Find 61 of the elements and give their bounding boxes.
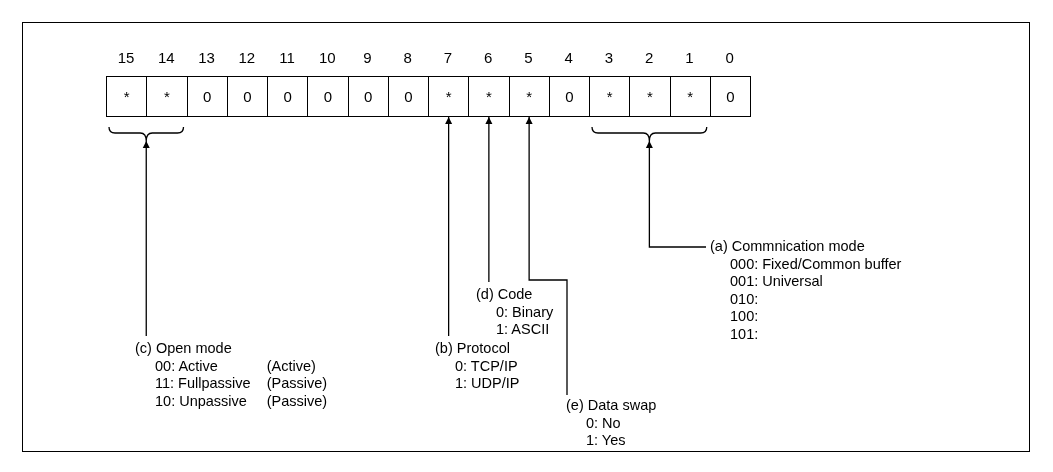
leader-arrow — [485, 116, 493, 283]
bit-cell: 0 — [307, 76, 349, 117]
field-value-text: 0: Binary — [495, 303, 554, 321]
bit-number: 6 — [483, 49, 494, 66]
curly-bracket — [591, 127, 708, 141]
bit-cell: 0 — [709, 76, 751, 117]
bit-number: 3 — [603, 49, 615, 66]
field-heading: (a) Commnication mode — [710, 238, 866, 256]
bit-cell: 0 — [548, 76, 590, 117]
bit-cell: 0 — [186, 76, 228, 117]
bit-number: 4 — [563, 49, 574, 66]
field-value-text: (Active) — [266, 357, 317, 375]
field-heading: (b) Protocol — [435, 340, 511, 358]
bit-cell: 0 — [226, 76, 268, 117]
field-value-text: 1: UDP/IP — [454, 375, 520, 393]
bit-number: 13 — [197, 49, 216, 66]
field-value-text: 0: TCP/IP — [454, 357, 519, 375]
bit-number: 7 — [442, 49, 454, 66]
field-value-text: 1: ASCII — [495, 321, 551, 339]
field-value-text: 101: — [729, 325, 760, 343]
bit-number: 12 — [237, 49, 257, 66]
leader-arrow — [445, 116, 453, 337]
field-value-text: 10: Unpassive — [154, 392, 248, 410]
field-value-text: 000: Fixed/Common buffer — [729, 255, 902, 273]
field-heading: (e) Data swap — [566, 397, 657, 415]
bit-number: 15 — [116, 49, 136, 66]
leader-arrow — [525, 116, 568, 396]
bit-cell: 0 — [387, 76, 429, 117]
field-value-text: 0: No — [585, 414, 622, 432]
field-heading: (c) Open mode — [135, 340, 233, 358]
bit-number: 14 — [156, 49, 176, 66]
bit-number: 0 — [724, 49, 735, 66]
bit-cell: * — [669, 76, 711, 117]
field-value-text: 11: Fullpassive — [154, 375, 251, 393]
field-value-text: (Passive) — [266, 392, 328, 410]
bit-cell: 0 — [267, 76, 309, 117]
bit-cell: * — [146, 76, 188, 117]
bit-number: 11 — [278, 49, 296, 66]
bit-cell: * — [468, 76, 510, 117]
field-value-text: 010: — [729, 290, 760, 308]
curly-bracket — [108, 127, 185, 141]
bit-number: 1 — [684, 49, 695, 66]
bit-number: 9 — [362, 49, 373, 66]
bit-cell: 0 — [347, 76, 389, 117]
bit-number: 5 — [523, 49, 534, 66]
bit-cell: * — [106, 76, 148, 117]
leader-arrow — [645, 140, 707, 248]
field-value-text: 100: — [729, 308, 760, 326]
bit-cell: * — [629, 76, 671, 117]
field-value-text: 00: Active — [154, 357, 219, 375]
bit-cell: * — [428, 76, 470, 117]
bit-cell: * — [508, 76, 550, 117]
bit-cell: * — [589, 76, 631, 117]
field-value-text: (Passive) — [266, 375, 328, 393]
bit-number: 10 — [317, 49, 337, 66]
field-value-text: 001: Universal — [729, 273, 824, 291]
field-value-text: 1: Yes — [585, 432, 627, 450]
bit-number: 2 — [644, 49, 655, 66]
leader-arrow — [142, 140, 150, 337]
field-heading: (d) Code — [476, 286, 534, 304]
bit-number: 8 — [402, 49, 413, 66]
